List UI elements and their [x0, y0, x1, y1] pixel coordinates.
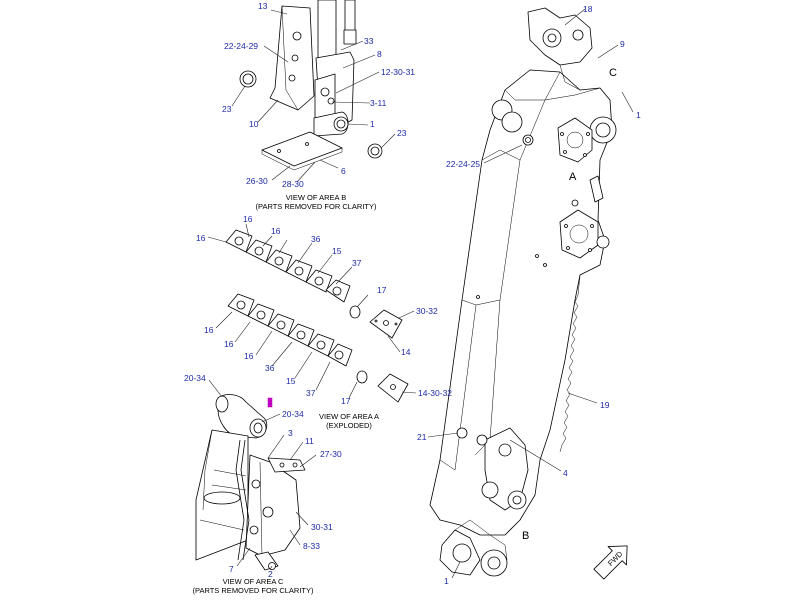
callout-15-a: 15 — [332, 246, 342, 256]
area-label-b: B — [522, 530, 529, 542]
callout-26-30: 26-30 — [246, 176, 268, 186]
stick-body — [429, 69, 613, 536]
stick-assembly: FWD — [429, 7, 628, 580]
callout-14: 14 — [401, 347, 411, 357]
callout-3-bottom: 3 — [288, 428, 293, 438]
callout-4: 4 — [563, 468, 568, 478]
callout-30-31: 30-31 — [311, 522, 333, 532]
callout-16-f: 16 — [244, 351, 254, 361]
callout-37-b: 37 — [306, 388, 316, 398]
callout-8: 8 — [377, 49, 382, 59]
callout-30-32: 30-32 — [416, 306, 438, 316]
callout-16-a: 16 — [196, 233, 206, 243]
callout-1-right: 1 — [636, 110, 641, 120]
shim-stack-lower — [227, 293, 409, 403]
callout-15-b: 15 — [286, 376, 296, 386]
view-area-a — [225, 229, 409, 403]
area-label-c: C — [609, 67, 617, 79]
callout-21: 21 — [417, 432, 427, 442]
callout-14-30-32: 14-30-32 — [418, 388, 452, 398]
callout-2: 2 — [268, 569, 273, 579]
fwd-arrow-icon: FWD — [593, 545, 628, 580]
callout-12-30-31: 12-30-31 — [381, 67, 415, 77]
callout-36-b: 36 — [265, 363, 275, 373]
callout-10: 10 — [249, 119, 259, 129]
callout-23-right: 23 — [397, 128, 407, 138]
callout-19: 19 — [600, 400, 610, 410]
callout-13: 13 — [258, 1, 268, 11]
callout-11-bottom: 11 — [305, 436, 314, 446]
callout-labels: 13 22-24-29 33 8 12-30-31 23 3-11 10 1 2… — [184, 1, 641, 586]
callout-36-a: 36 — [311, 234, 321, 244]
view-area-b — [239, 0, 383, 171]
callout-9: 9 — [620, 39, 625, 49]
caption-area-c-title: VIEW OF AREA C — [223, 577, 284, 586]
caption-area-a-note: (EXPLODED) — [326, 421, 372, 430]
area-label-a: A — [569, 171, 577, 183]
callout-20-34-a: 20-34 — [184, 373, 206, 383]
callout-6: 6 — [341, 166, 346, 176]
callout-16-d: 16 — [204, 325, 214, 335]
callout-1-bottom: 1 — [444, 576, 449, 586]
callout-16-c: 16 — [271, 226, 281, 236]
shim-stack-upper — [225, 229, 403, 339]
callout-1-top: 1 — [370, 119, 375, 129]
callout-7: 7 — [229, 564, 234, 574]
callout-37-a: 37 — [352, 258, 362, 268]
base-plate — [261, 131, 343, 167]
callout-17-b: 17 — [341, 396, 351, 406]
view-area-c — [195, 394, 306, 571]
callout-22-24-25: 22-24-25 — [446, 159, 480, 169]
callout-28-30: 28-30 — [282, 179, 304, 189]
callout-16-b: 16 — [243, 214, 253, 224]
highlighted-marker — [267, 397, 273, 408]
caption-area-c-note: (PARTS REMOVED FOR CLARITY) — [193, 586, 314, 595]
captions: VIEW OF AREA B (PARTS REMOVED FOR CLARIT… — [193, 193, 380, 595]
caption-area-b-title: VIEW OF AREA B — [286, 193, 346, 202]
caption-area-b-note: (PARTS REMOVED FOR CLARITY) — [256, 202, 377, 211]
callout-33: 33 — [364, 36, 374, 46]
caption-area-a-title: VIEW OF AREA A — [319, 412, 379, 421]
callout-16-e: 16 — [224, 339, 234, 349]
callout-17-a: 17 — [377, 285, 387, 295]
callout-27-30: 27-30 — [320, 449, 342, 459]
callout-18: 18 — [583, 4, 593, 14]
callout-23-left: 23 — [222, 104, 232, 114]
callout-22-24-29: 22-24-29 — [224, 41, 258, 51]
leader-lines — [207, 8, 634, 579]
callout-20-34-b: 20-34 — [282, 409, 304, 419]
callout-3-11: 3-11 — [370, 98, 387, 108]
callout-8-33: 8-33 — [303, 541, 320, 551]
wear-strip — [559, 294, 579, 453]
